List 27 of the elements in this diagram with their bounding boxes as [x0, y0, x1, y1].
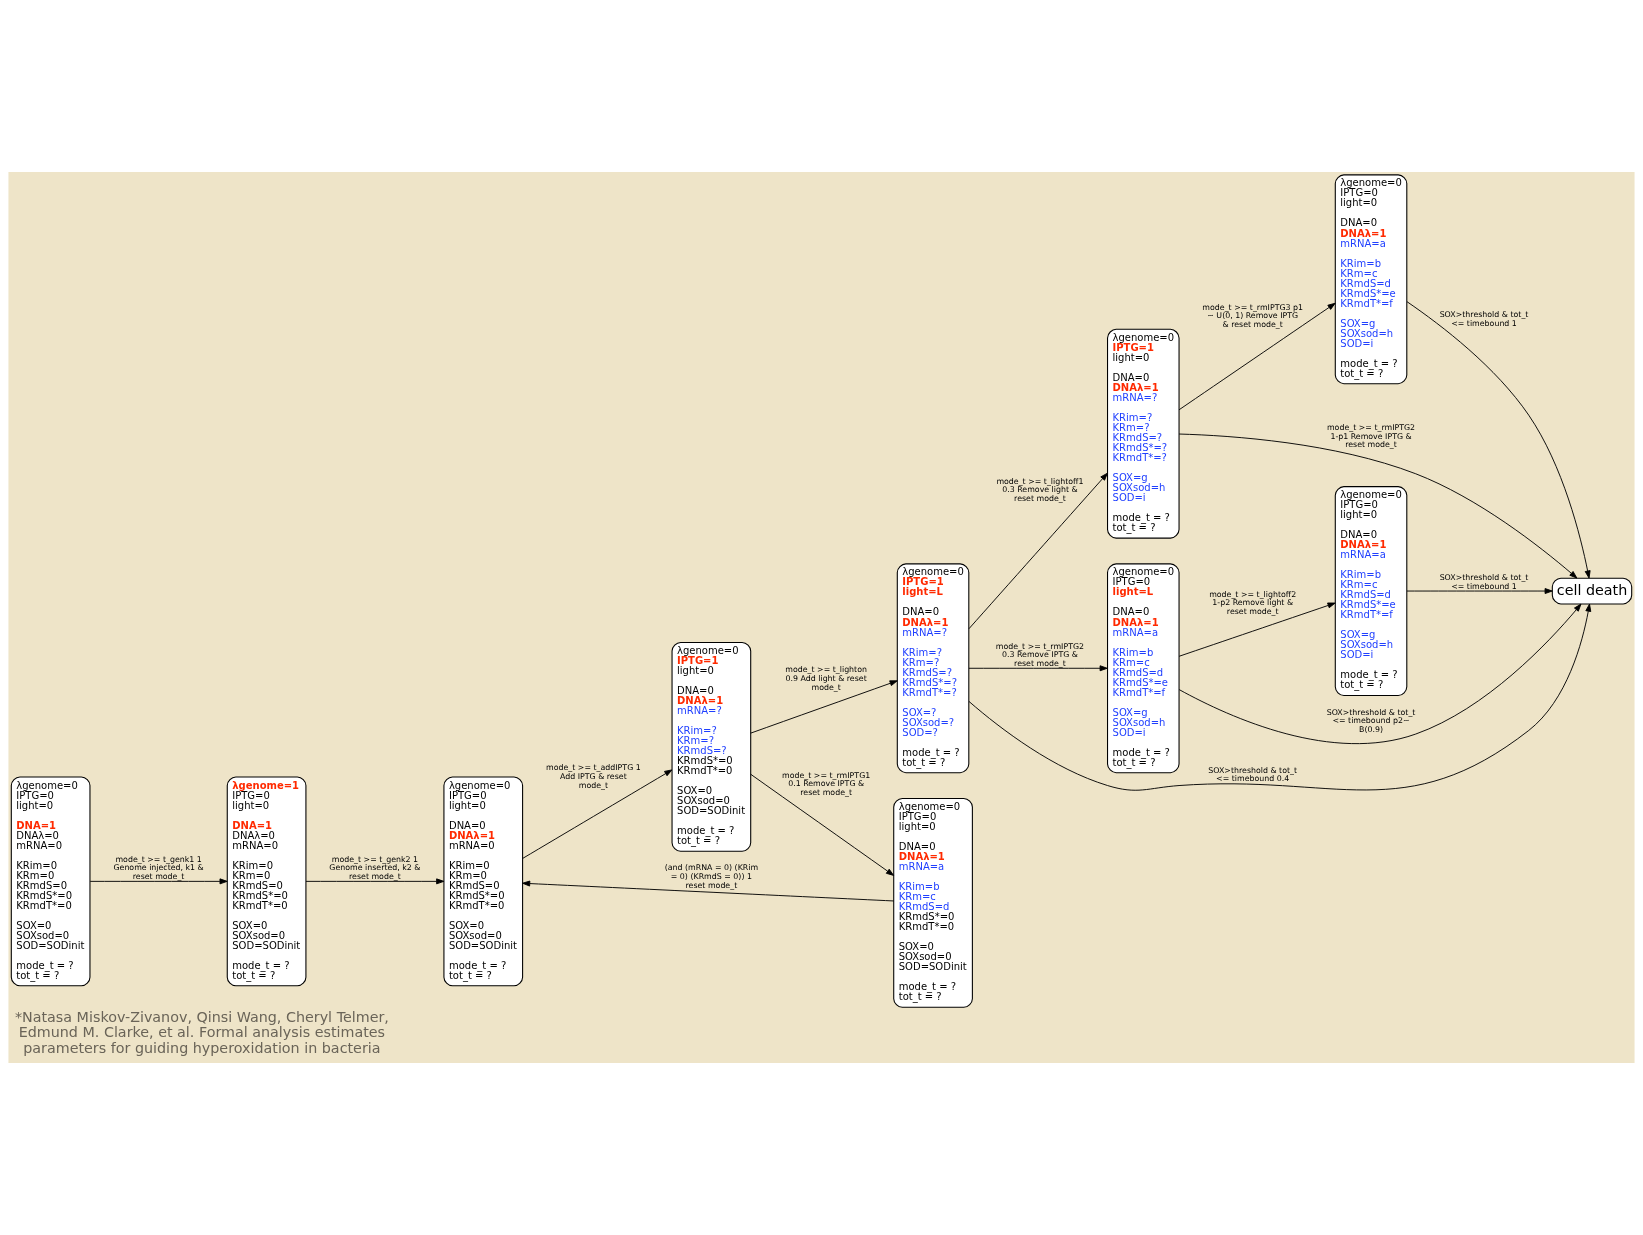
arrow — [1178, 433, 1578, 579]
arrow — [750, 773, 895, 876]
arrow — [89, 878, 228, 885]
caption: *Natasa Miskov-Zivanov, Qinsi Wang, Cheryl Telmer, Edmund M. Clarke, et al. Formal analysis estimates parameters for guiding hyperoxidation in bacteria — [14, 1008, 389, 1056]
arrow — [968, 665, 1108, 672]
node-box: λgenome=0 IPTG=0 light=L DNA=0 DNAλ=1 mRNA=a KRim=b KRm=c KRmdS=d KRmdS*=e KRmdT*=f SOX=g SOXsod=h SOD=i mode_t = ? tot_t = ? — [1107, 563, 1180, 774]
node-box: λgenome=1 IPTG=0 light=0 DNA=1 DNAλ=0 mRNA=0 KRim=0 KRm=0 KRmdS=0 KRmdS*=0 KRmdT*=0 SOX=0 SOXsod=0 SOD=SODinit mode_t = ? tot_t = ? — [226, 776, 307, 987]
arrow — [522, 880, 895, 902]
arrow — [968, 472, 1108, 630]
node-box: λgenome=0 IPTG=1 light=0 DNA=0 DNAλ=1 mRNA=? KRim=? KRm=? KRmdS=? KRmdS*=0 KRmdT*=0 SOX=0 SOXsod=0 SOD=SODinit mode_t = ? tot_t = ? — [671, 642, 752, 852]
node-box: λgenome=0 IPTG=0 light=0 DNA=0 DNAλ=1 mRNA=0 KRim=0 KRm=0 KRmdS=0 KRmdS*=0 KRmdT*=0 SOX=0 SOXsod=0 SOD=SODinit mode_t = ? tot_t = ? — [443, 776, 524, 987]
arrow — [1178, 302, 1336, 411]
node-box: λgenome=0 IPTG=1 light=L DNA=0 DNAλ=1 mRNA=? KRim=? KRm=? KRmdS=? KRmdS*=? KRmdT*=? SOX=? SOXsod=? SOD=? mode_t = ? tot_t = ? — [896, 563, 970, 774]
arrow — [522, 769, 673, 859]
node-box: λgenome=0 IPTG=0 light=0 DNA=0 DNAλ=1 mRNA=a KRim=b KRm=c KRmdS=d KRmdS*=e KRmdT*=f SOX=g SOXsod=h SOD=i mode_t = ? tot_t = ? — [1334, 174, 1408, 385]
arrow — [1406, 588, 1553, 594]
arrow — [968, 603, 1592, 791]
arrow — [1178, 603, 1582, 745]
node-box: λgenome=0 IPTG=0 light=0 DNA=0 DNAλ=1 mRNA=a KRim=b KRm=c KRmdS=d KRmdS*=0 KRmdT*=0 SOX=0 SOXsod=0 SOD=SODinit mode_t = ? tot_t = ? — [893, 797, 973, 1008]
node-box: cell death — [1551, 577, 1633, 605]
node-box: λgenome=0 IPTG=0 light=0 DNA=1 DNAλ=0 mRNA=0 KRim=0 KRm=0 KRmdS=0 KRmdS*=0 KRmdT*=0 SOX=0 SOXsod=0 SOD=SODinit mode_t = ? tot_t = ? — [10, 776, 91, 987]
arrow — [1178, 602, 1336, 657]
arrow — [305, 878, 445, 885]
node-box: λgenome=0 IPTG=0 light=0 DNA=0 DNAλ=1 mRNA=a KRim=b KRm=c KRmdS=d KRmdS*=e KRmdT*=f SOX=g SOXsod=h SOD=i mode_t = ? tot_t = ? — [1334, 486, 1408, 696]
node-box: λgenome=0 IPTG=1 light=0 DNA=0 DNAλ=1 mRNA=? KRim=? KRm=? KRmdS=? KRmdS*=? KRmdT*=? SOX=g SOXsod=h SOD=i mode_t = ? tot_t = ? — [1107, 328, 1180, 539]
arrow — [750, 680, 898, 734]
arrow — [1406, 301, 1591, 579]
